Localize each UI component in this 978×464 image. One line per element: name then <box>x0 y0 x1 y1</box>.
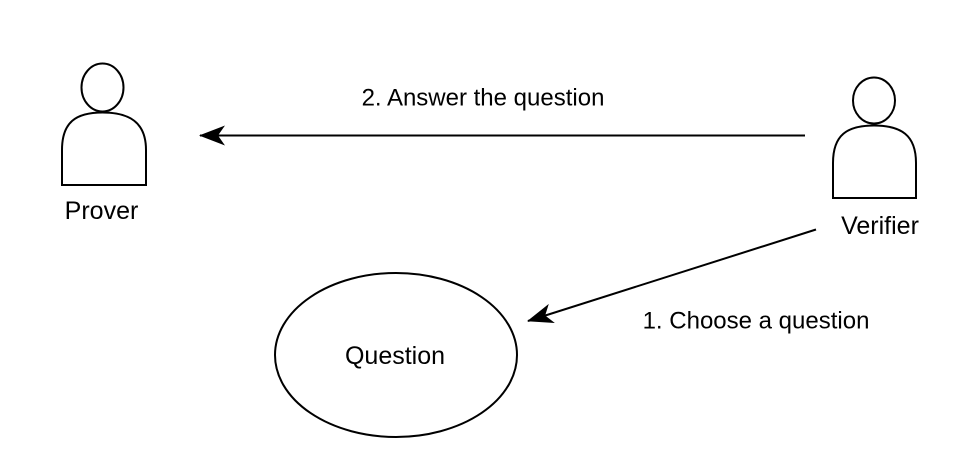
prover-body <box>61 111 147 186</box>
choose-arrow-label: 1. Choose a question <box>642 307 870 335</box>
prover-person-icon <box>61 62 147 186</box>
verifier-person-icon <box>832 76 917 199</box>
verifier-head <box>852 76 896 125</box>
prover-label: Prover <box>64 197 139 225</box>
verifier-label: Verifier <box>841 212 919 240</box>
question-ellipse <box>274 272 518 438</box>
question-label: Question <box>344 342 446 370</box>
verifier-body <box>832 124 917 199</box>
answer-arrow-label: 2. Answer the question <box>361 84 605 112</box>
prover-head <box>80 62 125 113</box>
choose-arrow <box>527 228 817 323</box>
